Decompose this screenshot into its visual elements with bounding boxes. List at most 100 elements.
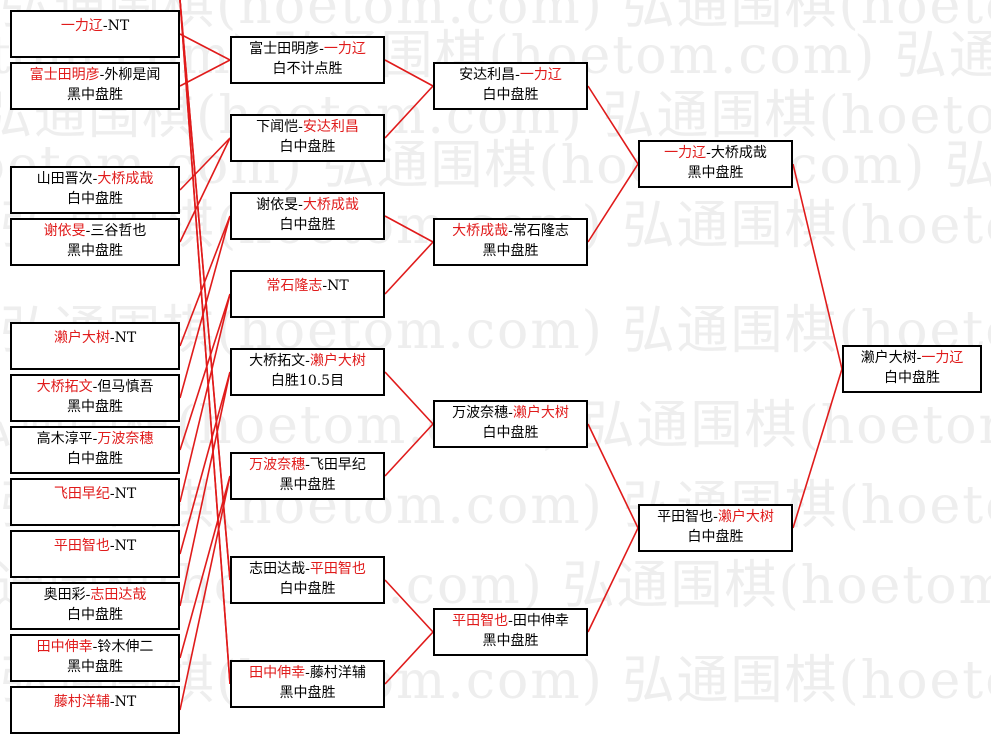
match-result: 白中盘胜 <box>884 370 940 386</box>
match-box-r2_5: 大桥拓文-濑户大树白胜10.5目 <box>230 348 385 396</box>
player-1-name: 高木淳平 <box>36 431 93 447</box>
player-separator: - <box>916 350 922 366</box>
bracket-connector <box>179 33 231 61</box>
player-separator: - <box>109 330 115 346</box>
match-players: 大桥拓文-但马慎吾 <box>12 377 178 397</box>
player-separator: - <box>305 561 310 577</box>
match-box-final: 濑户大树-一力辽白中盘胜 <box>842 345 982 393</box>
match-result: 黑中盘胜 <box>67 659 123 675</box>
bracket-connector <box>384 59 434 87</box>
player-2-name: 常石隆志 <box>512 223 569 239</box>
match-box-r1_2: 富士田明彦-外柳是闻黑中盘胜 <box>10 62 180 110</box>
match-box-r1_10: 奥田彩-志田达哉白中盘胜 <box>10 582 180 630</box>
bracket-connector <box>179 59 231 87</box>
bracket-connector <box>384 423 434 477</box>
player-separator: - <box>515 67 520 83</box>
match-players: 一力辽-NT <box>12 16 178 36</box>
player-separator: - <box>92 379 98 395</box>
match-players: 万波奈穗-濑户大树 <box>435 403 586 423</box>
match-players: 一力辽-大桥成哉 <box>640 143 791 163</box>
player-2-name: 濑户大树 <box>512 405 569 421</box>
player-1-name: 平田智也 <box>452 613 509 629</box>
match-players: 谢依旻-三谷哲也 <box>12 221 178 241</box>
player-1-name: 富士田明彦 <box>29 67 100 83</box>
match-players: 平田智也-濑户大树 <box>640 507 791 527</box>
match-players: 万波奈穗-飞田早纪 <box>232 455 383 475</box>
match-result: 白中盘胜 <box>482 87 539 103</box>
player-1-name: 濑户大树 <box>53 330 110 346</box>
bracket-connector <box>384 371 434 425</box>
match-box-r1_12: 藤村洋辅-NT <box>10 686 180 734</box>
player-1-name: 平田智也 <box>53 538 110 554</box>
match-players: 下闻恺-安达利昌 <box>232 117 383 137</box>
match-players: 濑户大树-NT <box>12 328 178 348</box>
player-1-name: 平田智也 <box>657 509 714 525</box>
player-separator: - <box>706 145 711 161</box>
match-players: 田中伸幸-铃木伸二 <box>12 637 178 657</box>
player-separator: - <box>85 587 91 603</box>
bracket-connector <box>179 293 231 503</box>
player-separator: - <box>508 223 513 239</box>
player-separator: - <box>99 67 105 83</box>
player-2-name: 濑户大树 <box>717 509 774 525</box>
player-1-name: 常石隆志 <box>266 278 323 294</box>
player-1-name: 谢依旻 <box>256 197 299 213</box>
player-1-name: 下闻恺 <box>256 119 299 135</box>
bracket-connector <box>384 631 434 685</box>
match-players: 高木淳平-万波奈穗 <box>12 429 178 449</box>
player-2-name: NT <box>107 18 130 34</box>
match-players: 飞田早纪-NT <box>12 484 178 504</box>
match-players: 安达利昌-一力辽 <box>435 65 586 85</box>
player-separator: - <box>109 538 115 554</box>
match-result: 黑中盘胜 <box>687 165 744 181</box>
match-box-r1_8: 飞田早纪-NT <box>10 478 180 526</box>
match-result: 白不计点胜 <box>272 61 343 77</box>
bracket-connector <box>179 475 231 659</box>
match-players: 山田晋次-大桥成哉 <box>12 169 178 189</box>
match-box-r1_11: 田中伸幸-铃木伸二黑中盘胜 <box>10 634 180 682</box>
match-box-r2_7: 志田达哉-平田智也白中盘胜 <box>230 556 385 604</box>
bracket-connector <box>179 0 231 685</box>
player-2-name: 外柳是闻 <box>104 67 161 83</box>
match-box-r1_9: 平田智也-NT <box>10 530 180 578</box>
match-result: 白中盘胜 <box>67 191 123 207</box>
player-1-name: 安达利昌 <box>459 67 516 83</box>
player-separator: - <box>92 431 98 447</box>
player-separator: - <box>92 171 98 187</box>
match-result: 白胜10.5目 <box>270 373 345 389</box>
player-1-name: 藤村洋辅 <box>53 694 110 710</box>
player-separator: - <box>305 353 310 369</box>
player-1-name: 富士田明彦 <box>249 41 320 57</box>
bracket-connector <box>179 0 231 581</box>
match-box-r3_2: 大桥成哉-常石隆志黑中盘胜 <box>433 218 588 266</box>
match-box-r3_1: 安达利昌-一力辽白中盘胜 <box>433 62 588 110</box>
player-1-name: 田中伸幸 <box>249 665 306 681</box>
player-2-name: 大桥成哉 <box>710 145 767 161</box>
match-result: 黑中盘胜 <box>482 243 539 259</box>
match-players: 藤村洋辅-NT <box>12 692 178 712</box>
bracket-connector <box>179 293 231 451</box>
bracket-connector <box>792 368 843 529</box>
match-players: 志田达哉-平田智也 <box>232 559 383 579</box>
bracket-connector <box>179 475 231 711</box>
bracket-connector <box>384 85 434 139</box>
player-2-name: NT <box>114 330 137 346</box>
player-2-name: 志田达哉 <box>90 587 147 603</box>
player-1-name: 志田达哉 <box>249 561 306 577</box>
match-result: 黑中盘胜 <box>279 685 336 701</box>
player-2-name: 平田智也 <box>309 561 366 577</box>
match-players: 富士田明彦-外柳是闻 <box>12 65 178 85</box>
player-2-name: 万波奈穗 <box>97 431 154 447</box>
match-box-r1_7: 高木淳平-万波奈穗白中盘胜 <box>10 426 180 474</box>
player-2-name: 大桥成哉 <box>97 171 154 187</box>
match-box-r2_3: 谢依旻-大桥成哉白中盘胜 <box>230 192 385 240</box>
player-separator: - <box>92 639 98 655</box>
player-2-name: NT <box>114 486 137 502</box>
match-players: 平田智也-田中伸幸 <box>435 611 586 631</box>
bracket-connector <box>384 241 434 295</box>
player-2-name: NT <box>114 538 137 554</box>
player-1-name: 万波奈穗 <box>249 457 306 473</box>
player-1-name: 山田晋次 <box>36 171 93 187</box>
player-separator: - <box>102 18 108 34</box>
player-2-name: NT <box>327 278 349 294</box>
